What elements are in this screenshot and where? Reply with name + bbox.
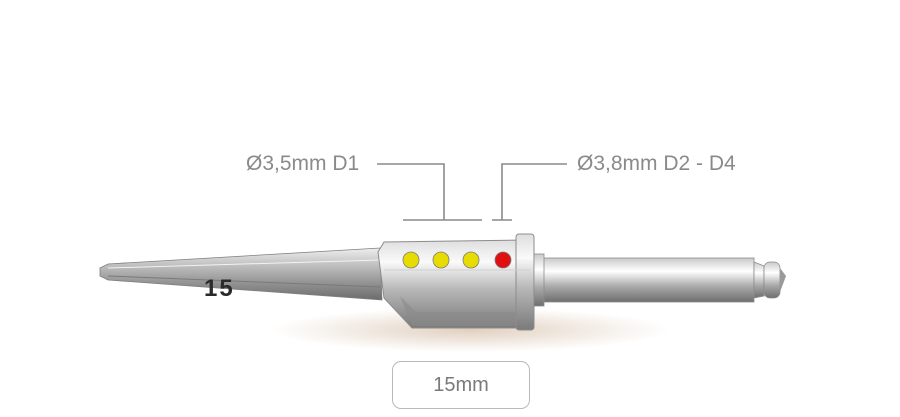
yellow-indicator bbox=[432, 251, 450, 269]
length-badge: 15mm bbox=[392, 361, 530, 409]
drill-tip bbox=[99, 247, 383, 301]
drill-body bbox=[377, 233, 535, 331]
drop-shadow bbox=[270, 308, 670, 352]
length-badge-text: 15mm bbox=[433, 373, 489, 396]
depth-indicator-group bbox=[402, 251, 512, 269]
leader-line-d2 bbox=[492, 163, 567, 221]
yellow-indicator bbox=[462, 251, 480, 269]
leader-line-d1 bbox=[377, 163, 482, 221]
drill-shank bbox=[533, 253, 786, 307]
diameter-callout-d1: Ø3,5mm D1 bbox=[246, 152, 360, 175]
red-indicator bbox=[494, 251, 512, 269]
diameter-callout-d2-d4: Ø3,8mm D2 - D4 bbox=[577, 152, 736, 175]
yellow-indicator bbox=[402, 251, 420, 269]
depth-engraving: 15 bbox=[204, 275, 235, 302]
